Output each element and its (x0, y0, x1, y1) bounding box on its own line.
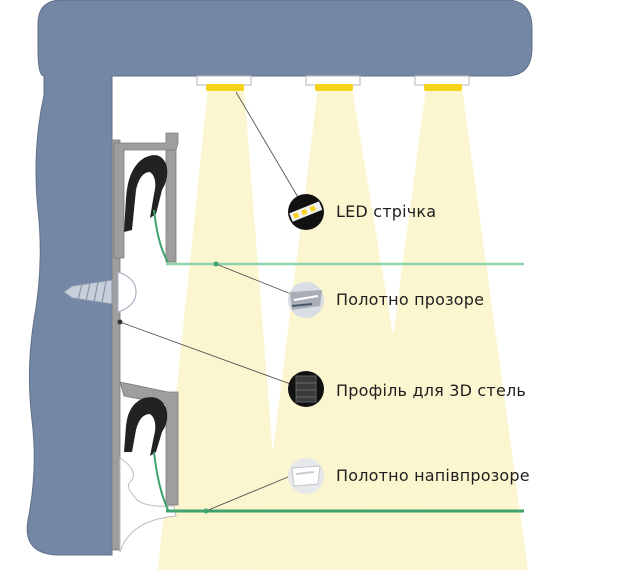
upper-profile (113, 132, 179, 263)
screw-icon (63, 271, 137, 313)
transparent-film-label: Полотно прозоре (336, 290, 485, 309)
transparent-film-thumbnail-icon (288, 282, 324, 318)
semitransparent-film-thumbnail-icon (288, 458, 324, 494)
profile-vertical-bar (111, 139, 121, 551)
lower-clip (124, 397, 168, 456)
led-fixture-3 (414, 75, 470, 91)
upper-clip (124, 155, 168, 232)
led-fixture-1 (196, 75, 252, 91)
led-strip-label: LED стрічка (336, 202, 437, 221)
led-fixture-2 (305, 75, 361, 91)
lower-profile (119, 381, 179, 553)
profile-thumbnail-icon (288, 371, 324, 407)
profile-label: Профіль для 3D стель (336, 381, 527, 400)
light-beams (158, 88, 528, 570)
light-beam-3 (362, 88, 528, 570)
semitransparent-film-label: Полотно напівпрозоре (336, 466, 530, 485)
wall-and-ceiling-slab (26, 0, 533, 556)
light-beam-1 (158, 88, 282, 570)
led-strip-thumbnail-icon (288, 194, 324, 230)
leader-lines (119, 91, 303, 512)
lower-white-insert (119, 457, 177, 553)
leader-dots (117, 261, 219, 514)
led-fixtures (196, 75, 470, 91)
